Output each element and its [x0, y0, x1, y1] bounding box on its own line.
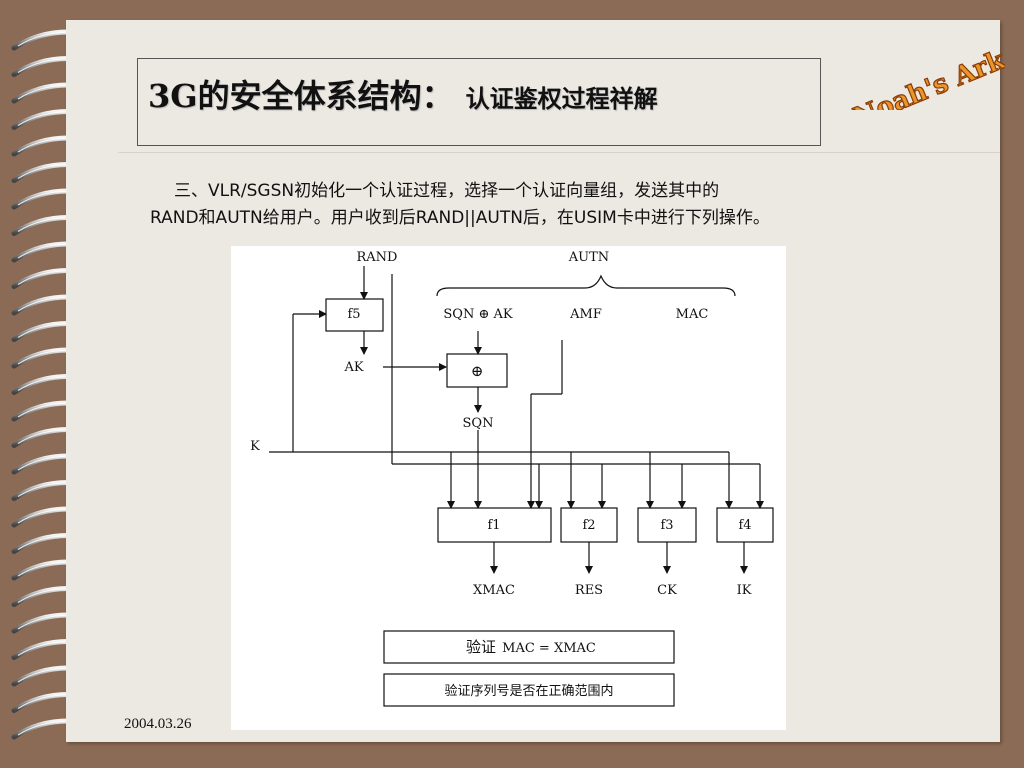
- verify-sqn-box: [383, 673, 675, 707]
- verify-mac-prefix: 验证: [466, 638, 496, 656]
- diagram-canvas: RAND AUTN SQN ⊕ AK AMF MAC f5 AK ⊕ SQN K…: [250, 250, 774, 707]
- res-output-label: RES: [575, 583, 603, 598]
- xmac-output-label: XMAC: [473, 583, 515, 598]
- f4-box: [716, 507, 774, 543]
- description-paragraph: 三、VLR/SGSN初始化一个认证过程，选择一个认证向量组，发送其中的 RAND…: [150, 178, 1000, 232]
- f3-box-label: f3: [660, 518, 673, 533]
- f1-box-label: f1: [487, 518, 500, 533]
- ak-label: AK: [343, 360, 363, 375]
- amf-label: AMF: [569, 307, 602, 322]
- title-divider: [118, 152, 1000, 153]
- f2-box-label: f2: [582, 518, 595, 533]
- sqn-label: SQN: [463, 416, 494, 431]
- xor-box-label: ⊕: [471, 362, 484, 380]
- slide-date: 2004.03.26: [124, 716, 192, 732]
- authentication-diagram: RAND AUTN SQN ⊕ AK AMF MAC f5 AK ⊕ SQN K…: [231, 246, 786, 730]
- title-box: 3G的安全体系结构： 认证鉴权过程祥解: [137, 58, 821, 146]
- ck-output-label: CK: [657, 583, 677, 598]
- k-label: K: [250, 439, 260, 454]
- description-line-1: 三、VLR/SGSN初始化一个认证过程，选择一个认证向量组，发送其中的: [174, 181, 720, 201]
- verify-mac-condition: MAC = XMAC: [502, 641, 596, 656]
- f4-box-label: f4: [738, 518, 751, 533]
- title-sub: 认证鉴权过程祥解: [465, 84, 658, 113]
- autn-label: AUTN: [568, 250, 609, 265]
- mac-label: MAC: [676, 307, 709, 322]
- verify-sqn-text: 验证序列号是否在正确范围内: [444, 683, 613, 699]
- ik-output-label: IK: [737, 583, 752, 598]
- title-main: 3G的安全体系结构：: [148, 77, 454, 115]
- f5-box-label: f5: [347, 307, 360, 322]
- noahs-ark-logo: Noah's Ark: [849, 44, 1005, 110]
- verify-mac-box: [383, 630, 675, 664]
- rand-label: RAND: [357, 250, 398, 265]
- slide-title: 3G的安全体系结构： 认证鉴权过程祥解: [148, 71, 658, 117]
- logo-text: Noah's Ark: [849, 45, 1005, 110]
- autn-brace: [436, 274, 736, 297]
- xor-box: [446, 353, 508, 388]
- sqn-xor-ak-label: SQN ⊕ AK: [443, 307, 512, 322]
- description-line-2: RAND和AUTN给用户。用户收到后RAND||AUTN后，在USIM卡中进行下…: [150, 208, 770, 228]
